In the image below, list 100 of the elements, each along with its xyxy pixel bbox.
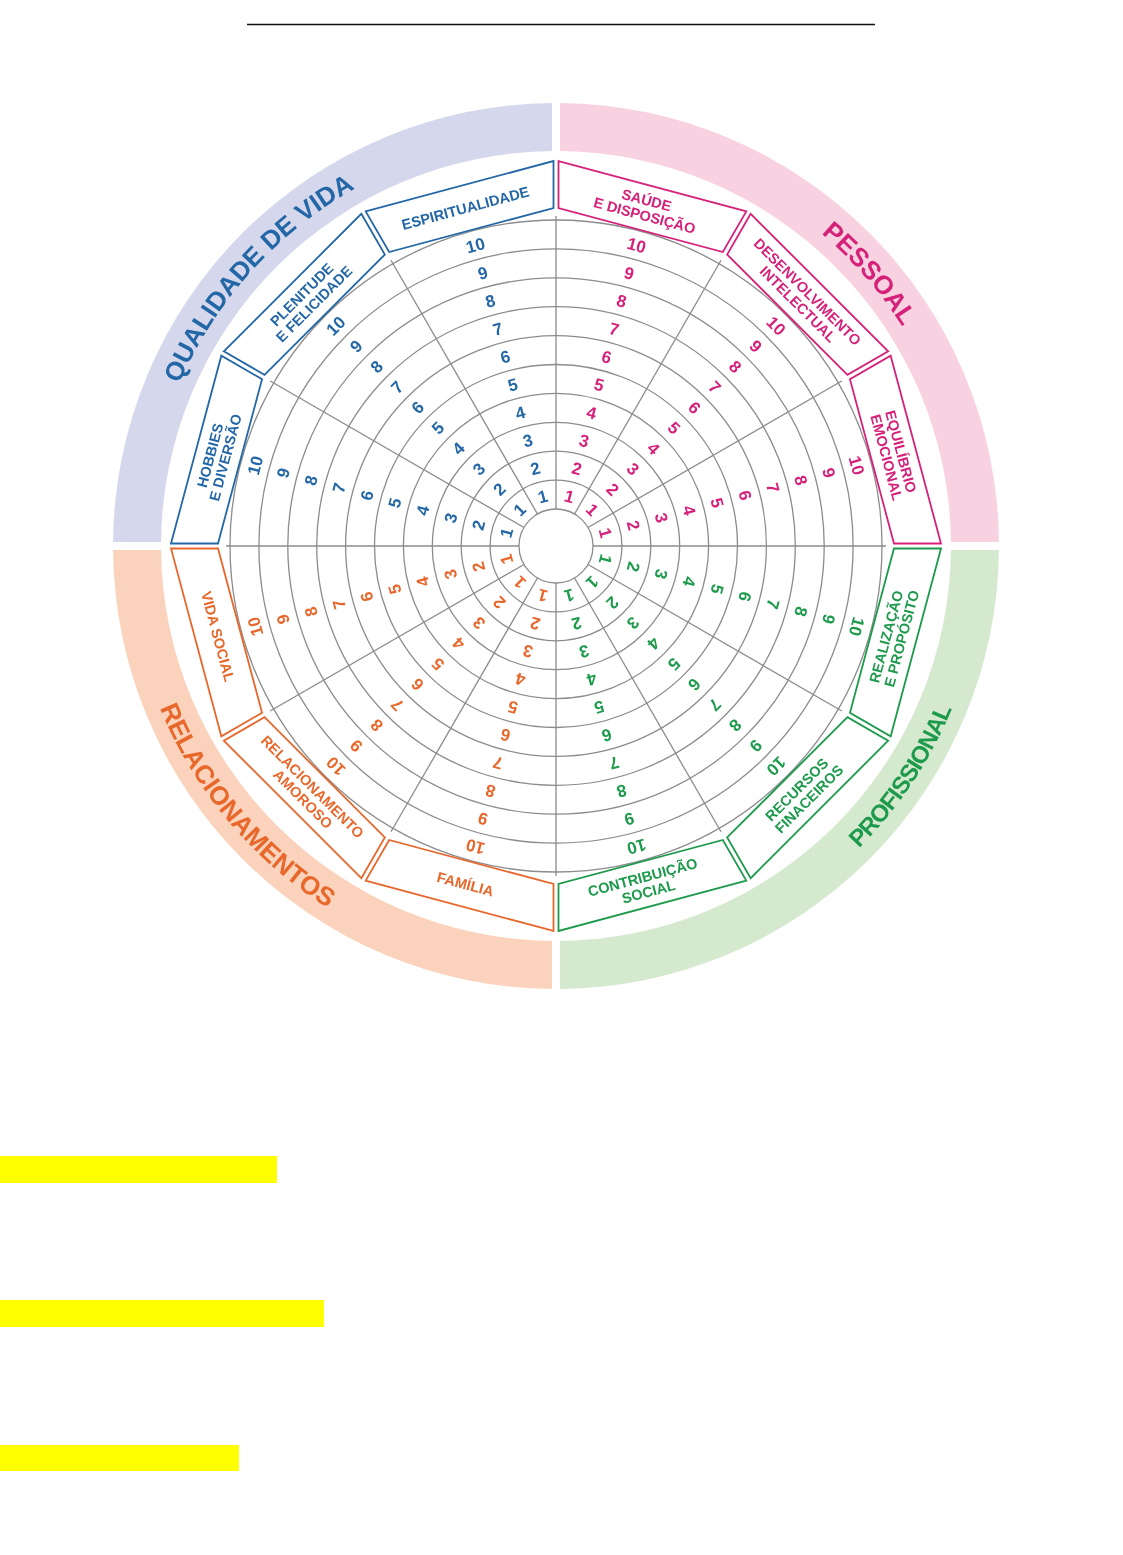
scale-number: 2 (602, 479, 623, 500)
scale-number: 5 (592, 374, 607, 396)
scale-number: 6 (356, 589, 378, 604)
scale-number: 3 (622, 459, 643, 480)
scale-number: 1 (535, 584, 550, 606)
scale-number: 6 (684, 674, 705, 695)
scale-number: 5 (592, 696, 607, 718)
scale-number: 6 (356, 488, 378, 503)
scale-number: 4 (643, 438, 664, 459)
scale-number: 9 (818, 611, 839, 627)
scale-number: 10 (244, 614, 268, 639)
scale-number: 7 (490, 319, 505, 340)
quadrant-band (113, 103, 552, 542)
scale-number: 10 (844, 614, 868, 639)
scale-number: 1 (594, 552, 616, 567)
scale-number: 1 (535, 486, 550, 508)
scale-number: 7 (329, 480, 350, 495)
scale-number: 10 (844, 453, 868, 478)
scale-number: 7 (762, 480, 783, 495)
scale-number: 9 (273, 611, 294, 627)
scale-number: 10 (624, 234, 649, 258)
scale-number: 7 (704, 377, 725, 398)
scale-number: 8 (614, 780, 629, 801)
scale-number: 8 (301, 473, 322, 488)
scale-number: 9 (621, 808, 637, 829)
scale-number: 10 (624, 834, 649, 858)
scale-number: 1 (562, 486, 577, 508)
scale-number: 10 (244, 453, 268, 478)
scale-number: 6 (498, 346, 513, 368)
scale-number: 2 (468, 559, 490, 574)
scale-number: 3 (469, 612, 490, 633)
scale-number: 2 (569, 612, 584, 634)
scale-number: 2 (602, 592, 623, 613)
scale-number: 6 (599, 724, 614, 746)
scale-number: 3 (622, 612, 643, 633)
scale-number: 3 (440, 510, 462, 525)
scale-number: 7 (387, 377, 408, 398)
scale-number: 6 (734, 589, 756, 604)
scale-number: 5 (706, 582, 728, 597)
quadrant-band (560, 550, 999, 989)
scale-number: 2 (489, 592, 510, 613)
scale-number: 9 (745, 735, 766, 756)
category-box (557, 159, 748, 254)
scale-number: 8 (483, 291, 498, 312)
scale-number: 4 (513, 402, 528, 424)
scale-number: 7 (704, 694, 725, 715)
scale-number: 4 (412, 503, 434, 518)
scale-number: 5 (428, 418, 449, 439)
scale-number: 1 (594, 525, 616, 540)
scale-number: 1 (510, 571, 531, 592)
scale-number: 2 (528, 612, 543, 634)
scale-number: 3 (577, 430, 592, 452)
scale-number: 4 (678, 503, 700, 518)
scale-number: 5 (663, 653, 684, 674)
scale-number: 8 (614, 291, 629, 312)
scale-number: 3 (520, 640, 535, 662)
scale-number: 10 (463, 834, 488, 858)
scale-number: 6 (684, 397, 705, 418)
scale-number: 2 (622, 518, 644, 533)
scale-number: 9 (475, 263, 491, 284)
scale-number: 8 (790, 604, 811, 619)
scale-number: 2 (528, 458, 543, 480)
category-box (848, 354, 943, 545)
scale-number: 9 (273, 465, 294, 481)
scale-number: 4 (412, 574, 434, 589)
scale-number: 4 (643, 633, 664, 654)
category-label: VIDA SOCIAL (198, 589, 238, 684)
scale-number: 8 (366, 356, 388, 378)
scale-number: 4 (448, 633, 469, 654)
scale-number: 6 (599, 346, 614, 368)
scale-number: 9 (621, 263, 637, 284)
scale-number: 1 (496, 525, 518, 540)
quadrant-band (560, 103, 999, 542)
scale-number: 8 (724, 356, 746, 378)
scale-number: 4 (584, 668, 599, 690)
scale-number: 5 (663, 418, 684, 439)
scale-number: 5 (505, 374, 520, 396)
scale-number: 7 (387, 694, 408, 715)
scale-number: 4 (448, 438, 469, 459)
scale-number: 4 (678, 574, 700, 589)
scale-number: 7 (607, 752, 622, 773)
scale-number: 8 (724, 714, 746, 736)
scale-number: 1 (510, 500, 531, 521)
scale-number: 3 (650, 510, 672, 525)
scale-number: 9 (475, 808, 491, 829)
scale-number: 7 (490, 752, 505, 773)
scale-number: 5 (428, 653, 449, 674)
scale-number: 2 (489, 479, 510, 500)
scale-number: 4 (513, 668, 528, 690)
scale-number: 9 (346, 336, 367, 357)
scale-number: 8 (301, 604, 322, 619)
scale-number: 3 (440, 567, 462, 582)
scale-number: 9 (818, 465, 839, 481)
scale-number: 2 (622, 559, 644, 574)
scale-number: 3 (577, 640, 592, 662)
scale-number: 2 (569, 458, 584, 480)
scale-number: 6 (407, 674, 428, 695)
scale-number: 1 (581, 571, 602, 592)
scale-number: 8 (790, 473, 811, 488)
scale-number: 3 (469, 459, 490, 480)
